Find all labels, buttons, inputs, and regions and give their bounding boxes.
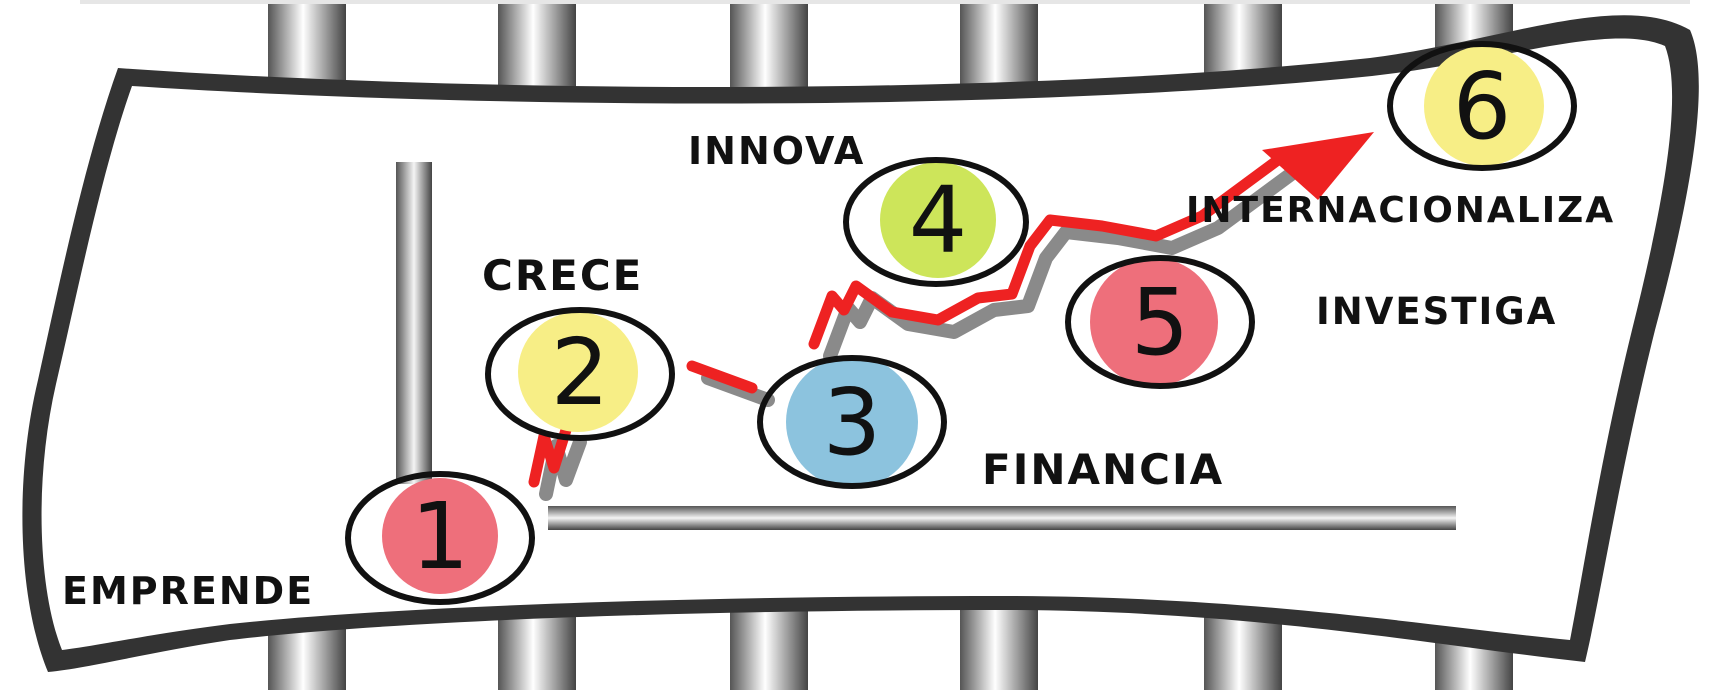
step-number: 1 (411, 483, 470, 590)
step-ring (1387, 41, 1577, 171)
step-fill (1090, 258, 1218, 386)
growth-path (528, 132, 1374, 501)
step-ring (757, 355, 947, 489)
step-5: 5 (1065, 255, 1255, 389)
label-investiga: INVESTIGA (1316, 290, 1557, 333)
step-fill (880, 162, 996, 278)
y-axis (396, 162, 432, 484)
step-4: 4 (843, 157, 1029, 287)
label-internacionaliza: INTERNACIONALIZA (1186, 190, 1615, 231)
label-innova: INNOVA (688, 129, 865, 173)
label-financia: FINANCIA (982, 445, 1224, 494)
arrow-head (1262, 132, 1374, 200)
label-emprende: EMPRENDE (62, 569, 314, 613)
step-ring (345, 471, 535, 605)
step-number: 2 (551, 319, 610, 426)
path-red (528, 148, 1292, 488)
step-fill (786, 356, 918, 488)
step-number: 3 (823, 369, 882, 476)
top-edge-line (80, 0, 1690, 4)
step-fill (1424, 46, 1544, 166)
step-6: 6 (1387, 41, 1577, 171)
step-fill (382, 478, 498, 594)
step-number: 6 (1453, 53, 1512, 160)
step-3: 3 (757, 355, 947, 489)
label-crece: CRECE (482, 251, 643, 300)
step-fill (518, 312, 638, 432)
step-number: 5 (1131, 269, 1190, 376)
step-number: 4 (909, 167, 968, 274)
step-2: 2 (485, 307, 675, 441)
step-1: 1 (345, 471, 535, 605)
step-ring (1065, 255, 1255, 389)
step-ring (843, 157, 1029, 287)
step-ring (485, 307, 675, 441)
x-axis (548, 506, 1456, 530)
